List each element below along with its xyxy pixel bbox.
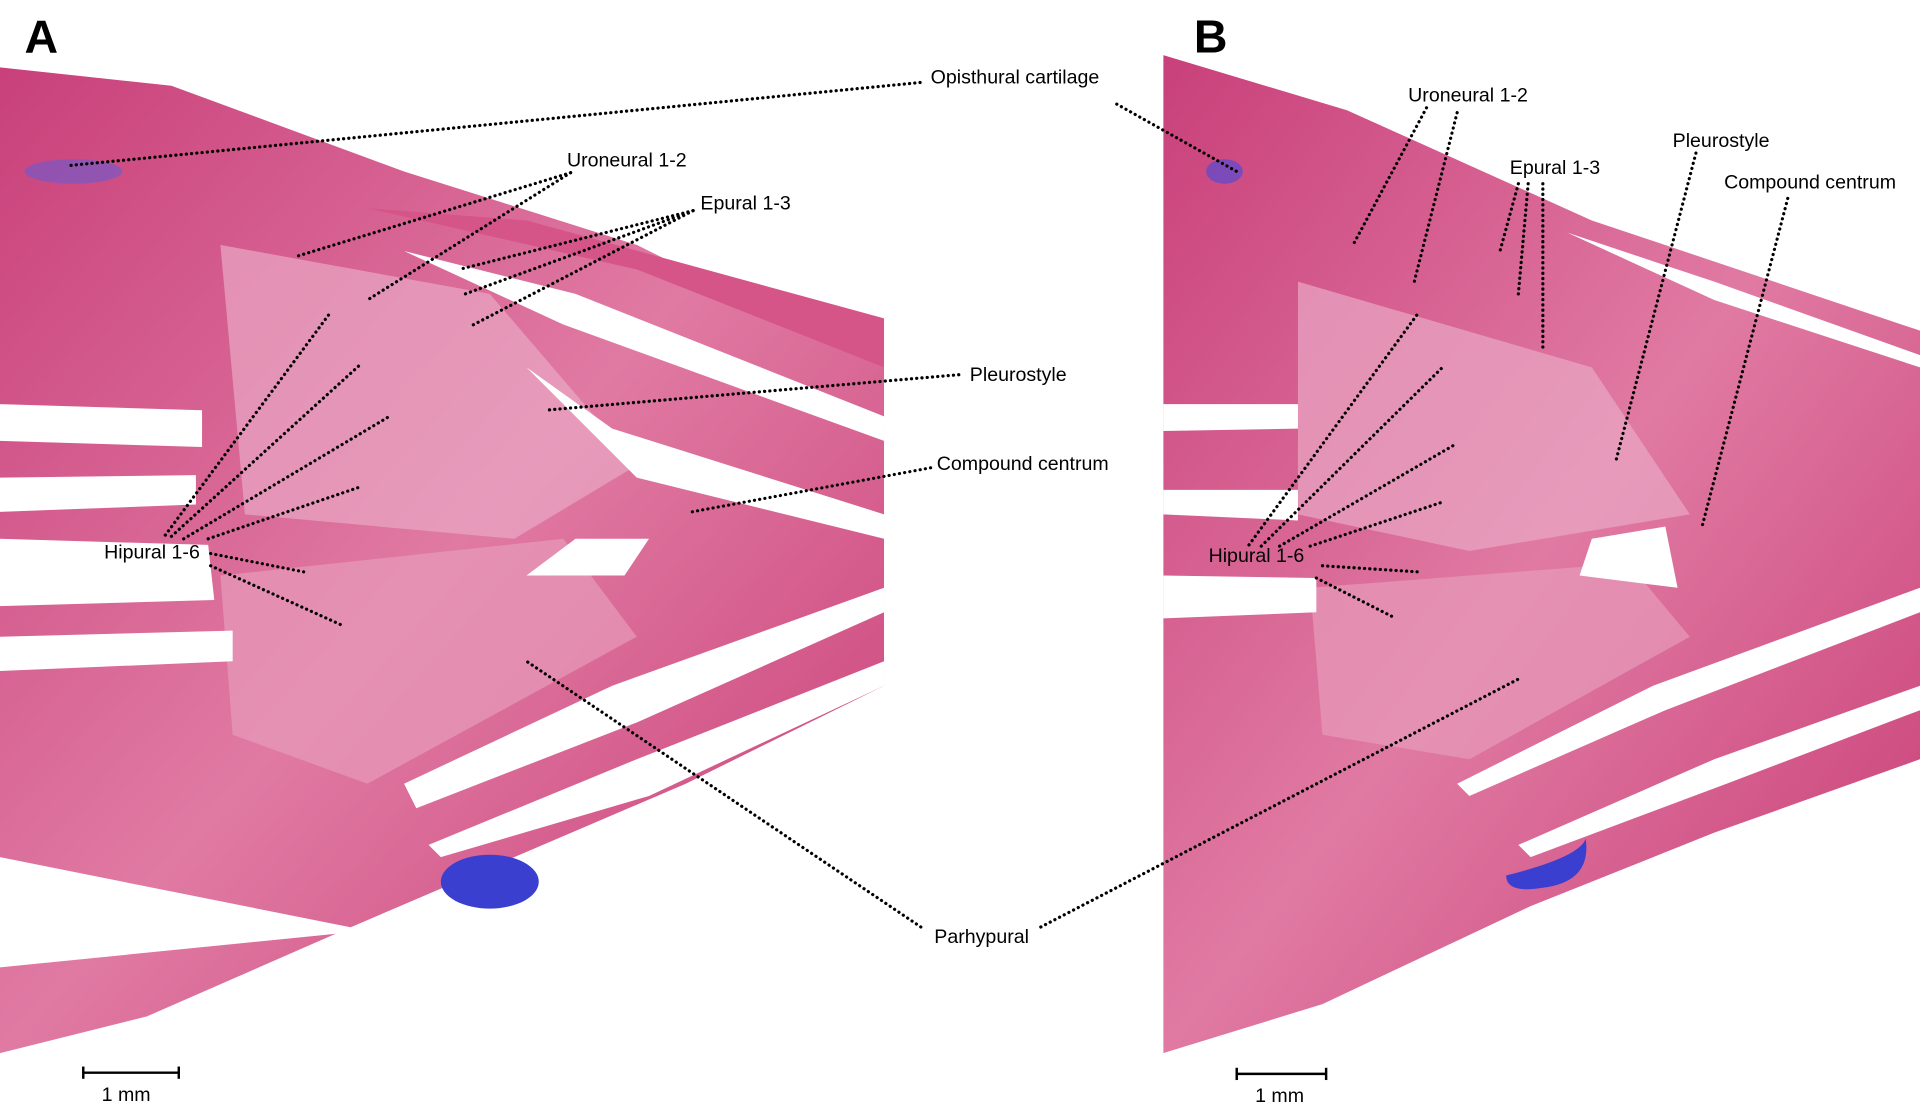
leader-lines-a: [69, 80, 1524, 929]
label-pleurostyle-b: Pleurostyle: [1673, 130, 1770, 152]
scale-bar-a: 1 mm: [82, 1066, 180, 1106]
specimen-photo-b: [1163, 55, 1920, 1054]
label-parhypural: Parhypural: [934, 926, 1029, 948]
label-uroneural-a: Uroneural 1-2: [567, 150, 687, 172]
label-epural-b: Epural 1-3: [1510, 157, 1600, 179]
label-opisthural-cartilage: Opisthural cartilage: [931, 66, 1100, 88]
leader-lines-b: [1247, 106, 1790, 620]
parhypural-cartilage-b: [1506, 838, 1587, 890]
scale-bar-label-a: 1 mm: [102, 1084, 151, 1106]
label-hipural-a: Hipural 1-6: [104, 541, 200, 563]
label-uroneural-b: Uroneural 1-2: [1408, 85, 1528, 107]
label-compound-centrum-b: Compound centrum: [1724, 172, 1896, 194]
panel-label-b: B: [1194, 11, 1228, 63]
panel-label-a: A: [24, 11, 58, 63]
label-epural-a: Epural 1-3: [700, 192, 790, 214]
parhypural-cartilage-a: [440, 854, 539, 909]
scale-bar-b: 1 mm: [1235, 1067, 1328, 1107]
label-pleurostyle-a: Pleurostyle: [970, 364, 1067, 386]
label-hipural-b: Hipural 1-6: [1209, 545, 1305, 567]
label-compound-centrum-a: Compound centrum: [937, 453, 1109, 475]
scale-bar-label-b: 1 mm: [1255, 1085, 1304, 1107]
